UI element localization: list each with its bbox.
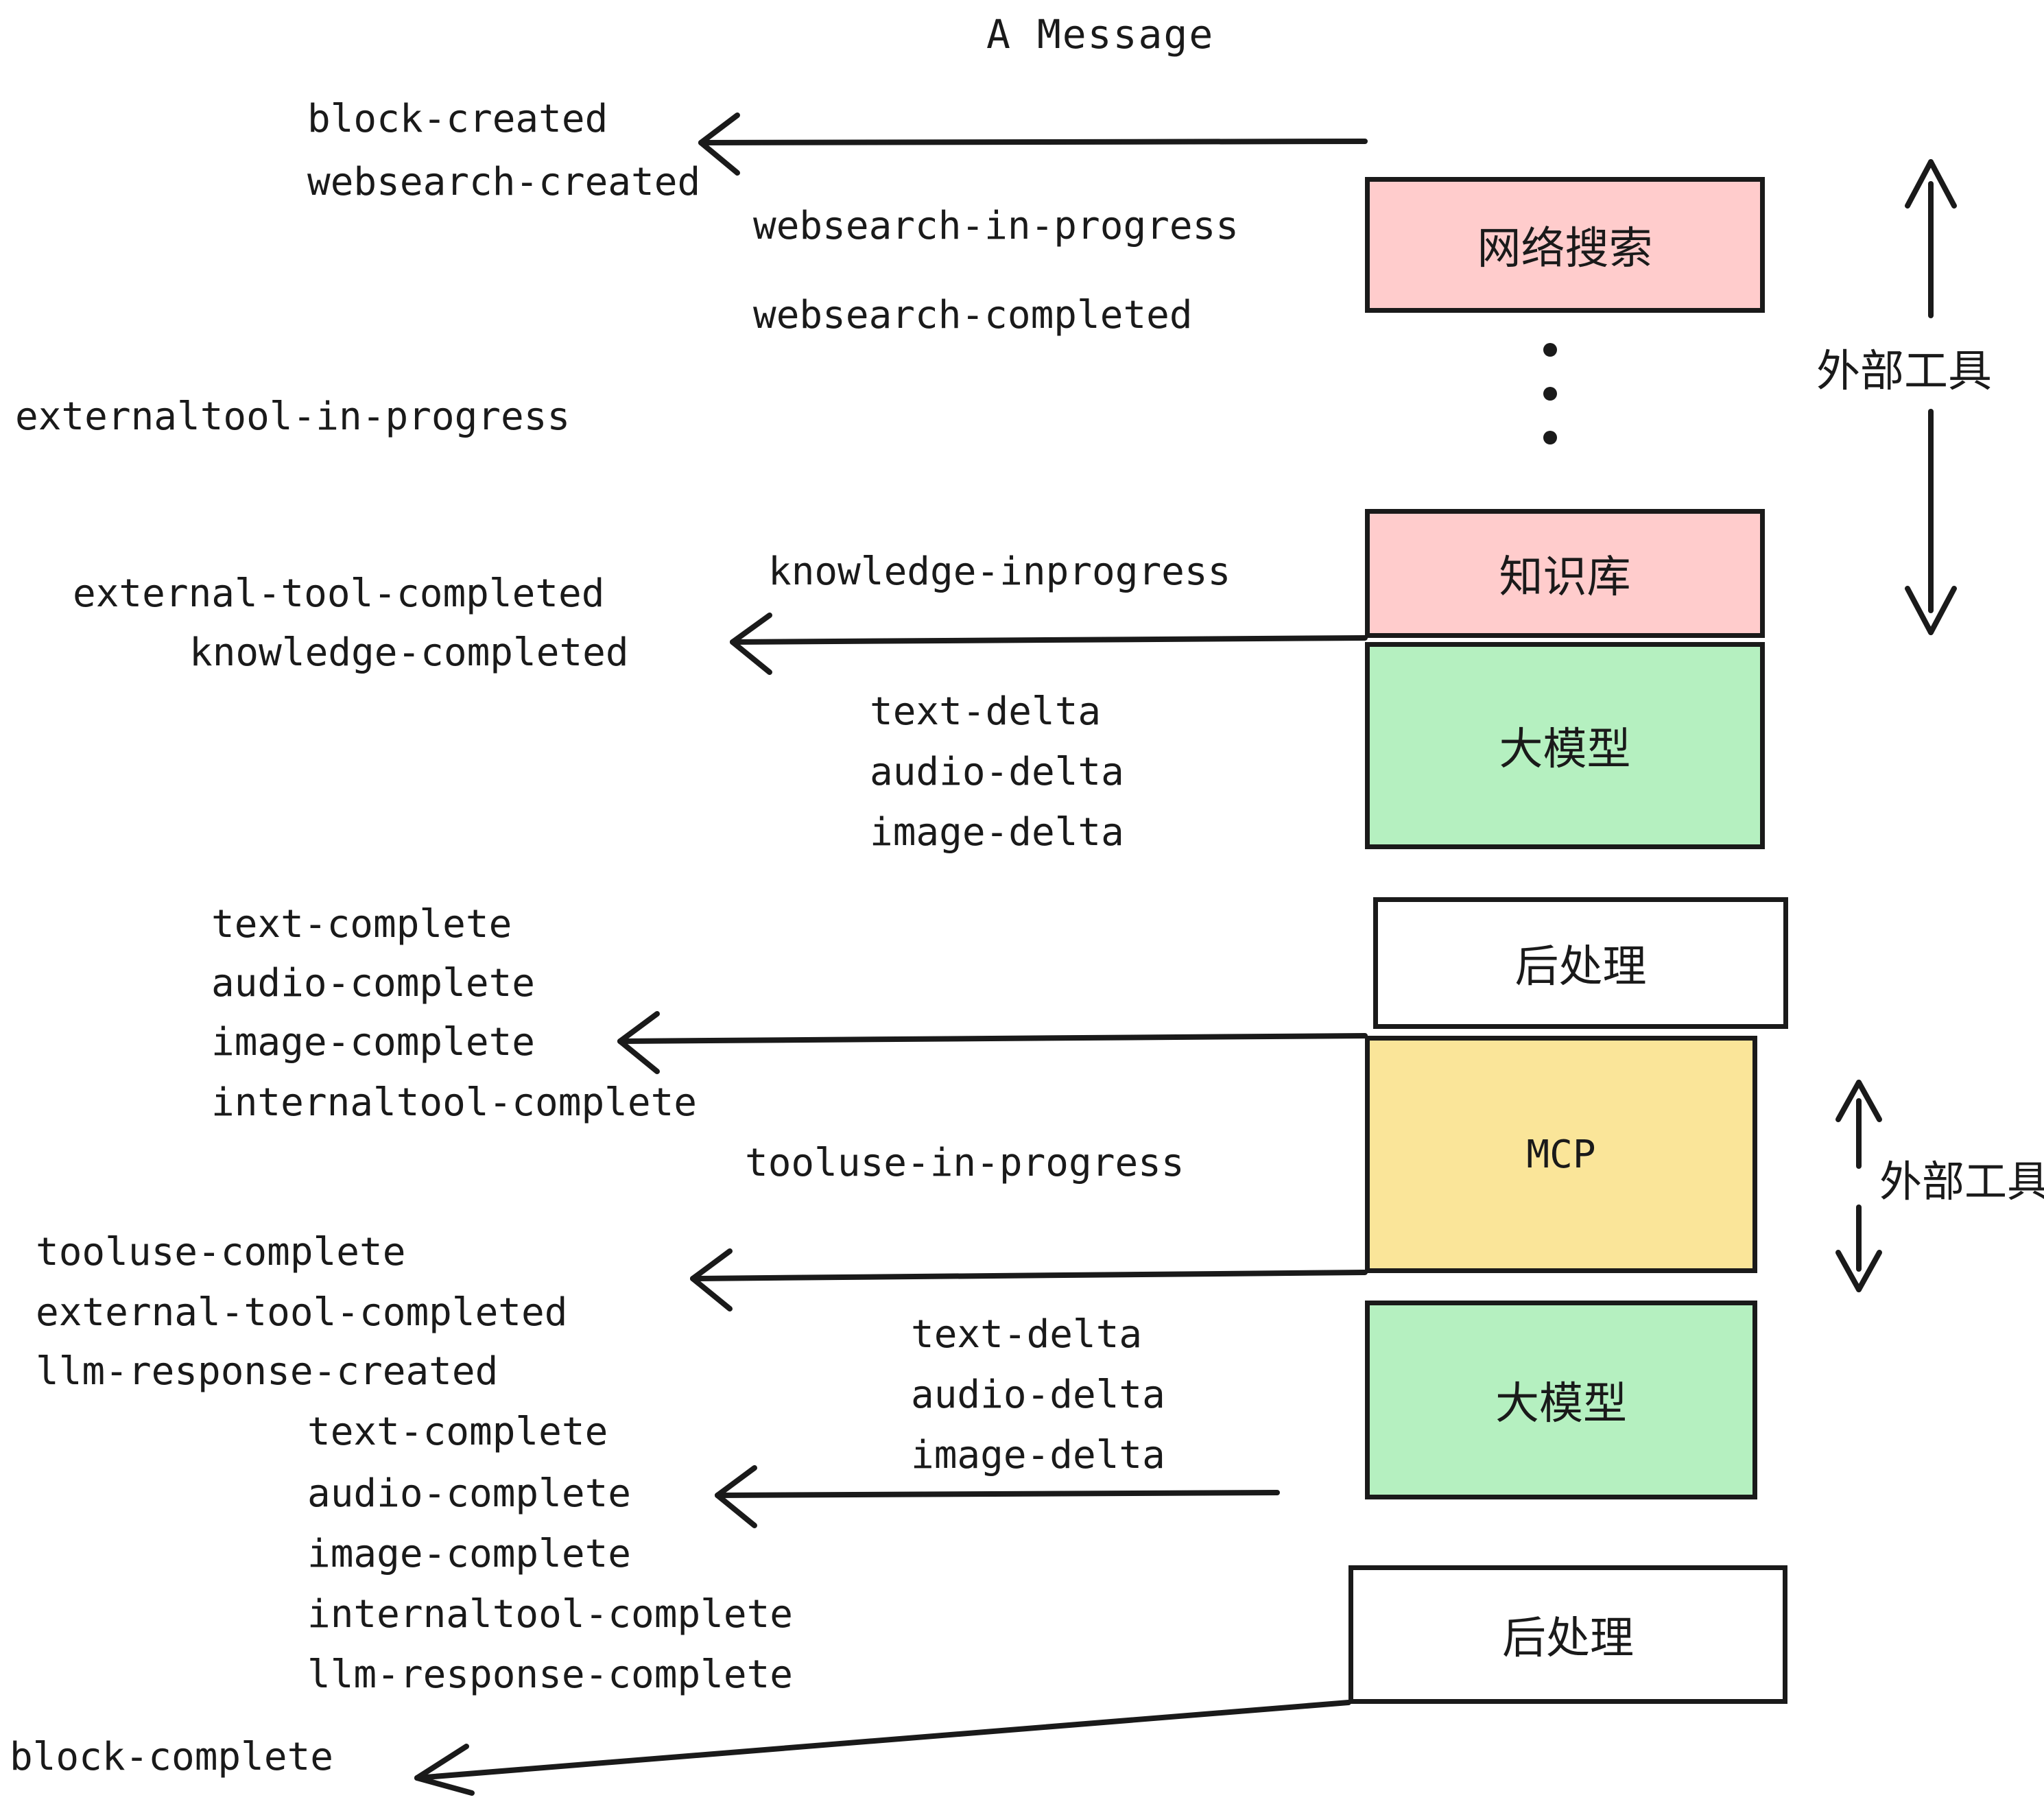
event-internaltool-complete-1: internaltool-complete: [211, 1080, 698, 1125]
event-audio-complete-2: audio-complete: [307, 1471, 632, 1516]
event-image-complete-2: image-complete: [307, 1532, 632, 1576]
event-tooluse-complete: tooluse-complete: [36, 1230, 406, 1274]
box-knowledge-label: 知识库: [1499, 552, 1631, 603]
event-block-complete: block-complete: [10, 1735, 334, 1779]
event-knowledge-inprogress: knowledge-inprogress: [768, 549, 1231, 594]
event-text-complete-1: text-complete: [211, 902, 512, 947]
event-websearch-created: websearch-created: [307, 160, 701, 204]
event-external-tool-completed-1: external-tool-completed: [73, 571, 605, 616]
box-llm-top-label: 大模型: [1499, 724, 1631, 775]
event-llm-response-complete: llm-response-complete: [307, 1652, 794, 1697]
event-knowledge-completed: knowledge-completed: [189, 630, 629, 675]
box-llm-top[interactable]: 大模型: [1365, 642, 1765, 849]
event-image-delta-1: image-delta: [870, 810, 1124, 855]
box-knowledge[interactable]: 知识库: [1365, 509, 1765, 638]
event-external-tool-completed-2: external-tool-completed: [36, 1290, 568, 1335]
event-audio-delta-1: audio-delta: [870, 750, 1124, 794]
event-text-delta-2: text-delta: [911, 1312, 1143, 1357]
box-llm-bottom[interactable]: 大模型: [1365, 1301, 1757, 1499]
event-text-complete-2: text-complete: [307, 1410, 608, 1454]
bracket-label-external-tools-bottom: 外部工具: [1879, 1156, 2044, 1207]
event-internaltool-complete-2: internaltool-complete: [307, 1592, 794, 1637]
ellipsis-dot: [1543, 387, 1557, 401]
box-mcp-label: MCP: [1526, 1132, 1596, 1177]
box-llm-bottom-label: 大模型: [1495, 1379, 1627, 1429]
event-block-created: block-created: [307, 97, 608, 141]
box-postprocess-top-label: 后处理: [1514, 942, 1647, 993]
diagram-title: A Message: [986, 11, 1215, 58]
event-tooluse-in-progress: tooluse-in-progress: [745, 1141, 1185, 1185]
event-text-delta-1: text-delta: [870, 689, 1102, 734]
event-audio-complete-1: audio-complete: [211, 961, 536, 1006]
event-websearch-completed: websearch-completed: [753, 293, 1193, 337]
event-externaltool-in-progress: externaltool-in-progress: [15, 394, 571, 439]
box-mcp[interactable]: MCP: [1365, 1036, 1757, 1273]
box-websearch-label: 网络搜索: [1477, 224, 1653, 274]
event-llm-response-created: llm-response-created: [36, 1349, 499, 1394]
event-image-complete-1: image-complete: [211, 1020, 536, 1065]
bracket-label-external-tools-top: 外部工具: [1816, 346, 1992, 397]
box-postprocess-bottom-label: 后处理: [1502, 1613, 1634, 1664]
event-audio-delta-2: audio-delta: [911, 1373, 1165, 1417]
event-websearch-in-progress: websearch-in-progress: [753, 204, 1239, 248]
vertical-ellipsis: [1543, 343, 1557, 444]
event-image-delta-2: image-delta: [911, 1433, 1165, 1477]
box-postprocess-top[interactable]: 后处理: [1373, 897, 1788, 1029]
box-websearch[interactable]: 网络搜索: [1365, 177, 1765, 313]
ellipsis-dot: [1543, 431, 1557, 444]
ellipsis-dot: [1543, 343, 1557, 357]
box-postprocess-bottom[interactable]: 后处理: [1348, 1565, 1787, 1704]
